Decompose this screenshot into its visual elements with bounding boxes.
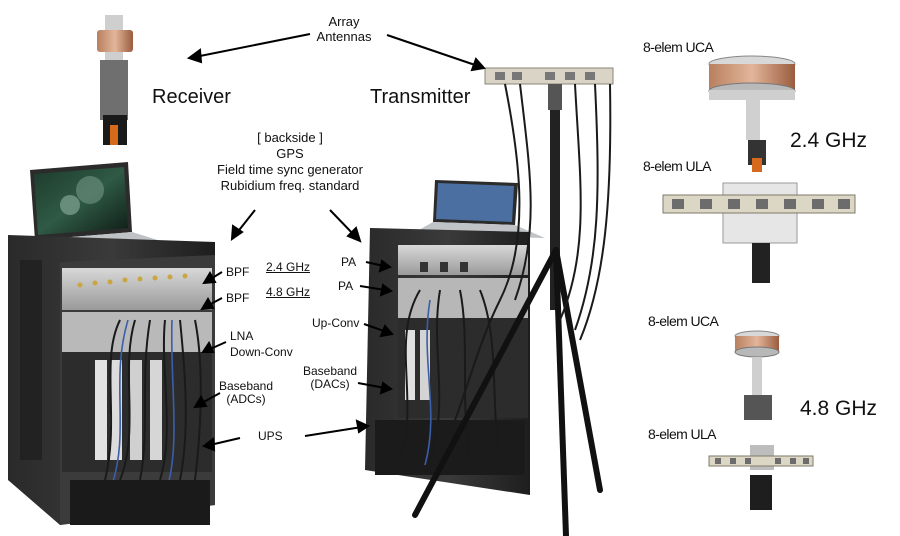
- freq-24-big-label: 2.4 GHz: [790, 129, 868, 152]
- annotation-arrows: [186, 33, 486, 452]
- up-conv-label: Up-Conv: [312, 316, 360, 330]
- receiver-title: Receiver: [152, 86, 231, 108]
- ula-48-antenna: [708, 445, 814, 510]
- backside-label: [ backside ]: [257, 130, 323, 145]
- gps-label: GPS: [276, 146, 304, 161]
- array-antennas-line1: Array: [328, 14, 360, 29]
- ups-label: UPS: [258, 429, 283, 443]
- lna-label: LNA: [230, 329, 254, 343]
- baseband-rx-line1: Baseband: [218, 379, 274, 393]
- receiver-rack: [8, 15, 215, 525]
- baseband-tx-line1: Baseband: [302, 364, 358, 378]
- backside-block: [ backside ] GPS Field time sync generat…: [200, 130, 380, 194]
- baseband-tx-line2: (DACs): [310, 377, 350, 391]
- baseband-rx-label: Baseband (ADCs): [214, 380, 278, 406]
- baseband-rx-line2: (ADCs): [226, 392, 266, 406]
- bpf-label-2: BPF: [226, 291, 250, 305]
- ula-48-label: 8-elem ULA: [648, 426, 717, 442]
- baseband-tx-label: Baseband (DACs): [298, 365, 362, 391]
- ula-24-antenna: [662, 182, 856, 283]
- uca-24-antenna: [708, 55, 796, 172]
- transmitter-title: Transmitter: [370, 86, 471, 108]
- uca-48-label: 8-elem UCA: [648, 313, 719, 329]
- freq-48-small-label: 4.8 GHz: [266, 285, 311, 299]
- freq-24-small-label: 2.4 GHz: [266, 260, 311, 274]
- ula-24-label: 8-elem ULA: [643, 158, 712, 174]
- pa-label-1: PA: [341, 255, 357, 269]
- down-conv-label: Down-Conv: [230, 345, 293, 359]
- rubidium-label: Rubidium freq. standard: [220, 178, 360, 193]
- freq-48-big-label: 4.8 GHz: [800, 397, 878, 420]
- bpf-label-1: BPF: [226, 265, 250, 279]
- sync-generator-label: Field time sync generator: [217, 162, 363, 177]
- transmitter-tripod: [412, 67, 614, 536]
- array-antennas-line2: Antennas: [316, 29, 372, 44]
- pa-label-2: PA: [338, 279, 354, 293]
- transmitter-rack: [365, 180, 545, 495]
- uca-48-antenna: [734, 330, 780, 420]
- array-antennas-label: Array Antennas: [304, 14, 384, 44]
- uca-24-label: 8-elem UCA: [643, 39, 714, 55]
